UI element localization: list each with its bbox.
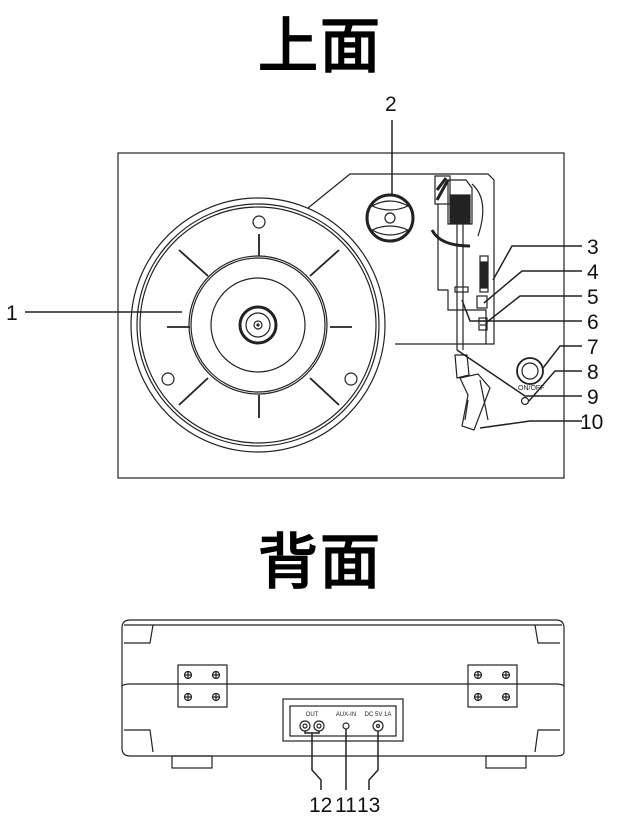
callout-10: 10 xyxy=(580,411,603,434)
adapter-45rpm xyxy=(365,193,415,243)
dc-in-jack xyxy=(372,720,384,732)
platter-hole xyxy=(161,372,175,386)
callout-6: 6 xyxy=(587,311,599,334)
hinge-right xyxy=(467,664,518,708)
on-off-label: ON/OFF xyxy=(518,385,544,392)
callout-labels-top: 1 2 3 4 5 6 7 8 9 10 xyxy=(6,93,603,434)
top-view-title: 上面 xyxy=(258,12,382,82)
back-view-body xyxy=(121,619,565,790)
aux-in-jack xyxy=(342,722,350,730)
foot xyxy=(485,755,527,769)
foot xyxy=(171,755,213,769)
platter-hole xyxy=(252,215,266,229)
power-indicator-led xyxy=(520,396,530,406)
callout-5: 5 xyxy=(587,286,599,309)
platter xyxy=(130,197,386,453)
callout-leaders-top xyxy=(25,120,582,429)
callout-9: 9 xyxy=(587,386,599,409)
counterweight xyxy=(447,179,473,225)
base-outline xyxy=(117,152,565,479)
hinge-left xyxy=(177,664,228,708)
callout-1: 1 xyxy=(6,302,18,325)
aux-label: AUX-IN xyxy=(336,712,356,718)
rca-left xyxy=(299,720,311,732)
callout-4: 4 xyxy=(587,261,599,284)
callout-7: 7 xyxy=(587,336,599,359)
platter-spokes xyxy=(167,234,352,418)
platter-hole xyxy=(344,372,358,386)
callout-3: 3 xyxy=(587,236,599,259)
callout-12: 12 xyxy=(309,794,332,817)
callout-11: 11 xyxy=(335,794,357,817)
spindle-hub xyxy=(238,305,278,345)
callout-8: 8 xyxy=(587,361,599,384)
out-label: OUT xyxy=(306,712,319,718)
top-view-body xyxy=(117,152,565,479)
tonearm-assembly xyxy=(430,175,491,431)
callout-13: 13 xyxy=(357,794,380,817)
power-switch xyxy=(516,357,544,385)
dc-label: DC 5V 1A xyxy=(365,712,392,718)
counterweight-stripe xyxy=(434,175,451,205)
callout-labels-back: 12 11 13 xyxy=(309,794,380,817)
counterweight-grip xyxy=(449,194,471,224)
headshell xyxy=(454,354,491,431)
deck-outline xyxy=(307,173,495,345)
rca-right xyxy=(313,720,325,732)
callout-2: 2 xyxy=(385,93,397,116)
connector-panel xyxy=(282,698,404,742)
back-view-title: 背面 xyxy=(258,528,382,598)
